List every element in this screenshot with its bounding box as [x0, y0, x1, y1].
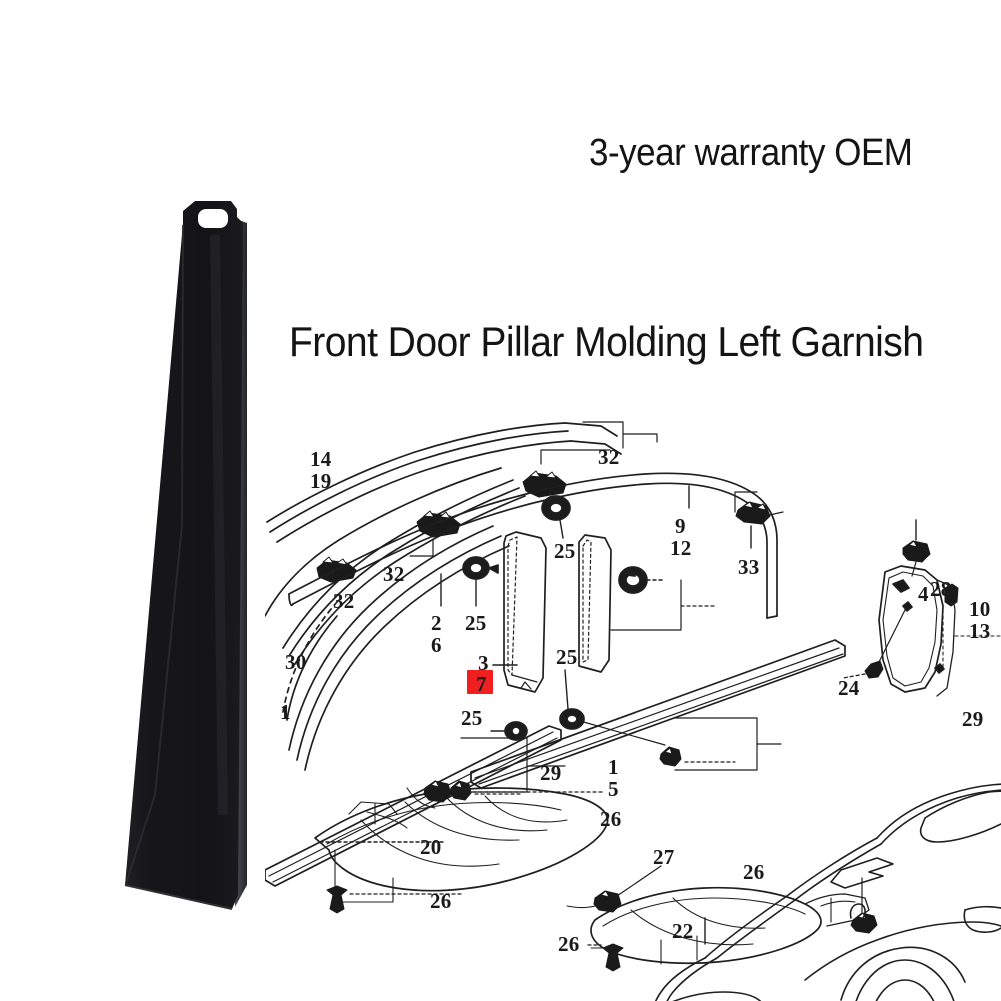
callout-9: 9 — [675, 514, 686, 538]
highlight-box-part-7 — [467, 670, 493, 694]
callout-26: 26 — [600, 807, 622, 831]
callout-25: 25 — [556, 645, 578, 669]
callout-13: 13 — [969, 619, 991, 643]
callout-26: 26 — [743, 860, 765, 884]
callout-26: 26 — [558, 932, 580, 956]
diagram-linework — [264, 421, 1001, 1001]
callout-32: 32 — [598, 445, 620, 469]
callout-33: 33 — [738, 555, 760, 579]
callout-30: 30 — [285, 650, 307, 674]
exploded-parts-diagram: 1419323232301262525252537912334101381129… — [264, 420, 1001, 1001]
product-title: Front Door Pillar Molding Left Garnish — [289, 318, 924, 365]
callout-2: 2 — [431, 611, 442, 635]
callout-25: 25 — [461, 706, 483, 730]
callout-26: 26 — [430, 889, 452, 913]
callout-4: 4 — [918, 582, 929, 606]
callout-27: 27 — [653, 845, 675, 869]
callout-12: 12 — [670, 536, 692, 560]
product-photo-pillar-molding — [95, 195, 270, 955]
callout-14: 14 — [310, 447, 332, 471]
callout-24: 24 — [838, 676, 860, 700]
callout-7-highlighted: 7 — [476, 672, 487, 696]
callout-3: 3 — [478, 651, 489, 675]
callout-25: 25 — [554, 539, 576, 563]
callout-1: 1 — [608, 755, 619, 779]
callout-5: 5 — [608, 777, 619, 801]
callout-29: 29 — [962, 707, 984, 731]
callout-10: 10 — [969, 597, 991, 621]
callout-6: 6 — [431, 633, 442, 657]
callout-28: 28 — [930, 577, 952, 601]
callout-22: 22 — [672, 919, 694, 943]
callout-20: 20 — [420, 835, 442, 859]
callout-32: 32 — [383, 562, 405, 586]
callout-29: 29 — [540, 761, 562, 785]
callout-32: 32 — [333, 589, 355, 613]
warranty-text: 3-year warranty OEM — [589, 132, 913, 174]
callout-19: 19 — [310, 469, 332, 493]
callout-25: 25 — [465, 611, 487, 635]
callout-1: 1 — [280, 700, 291, 724]
